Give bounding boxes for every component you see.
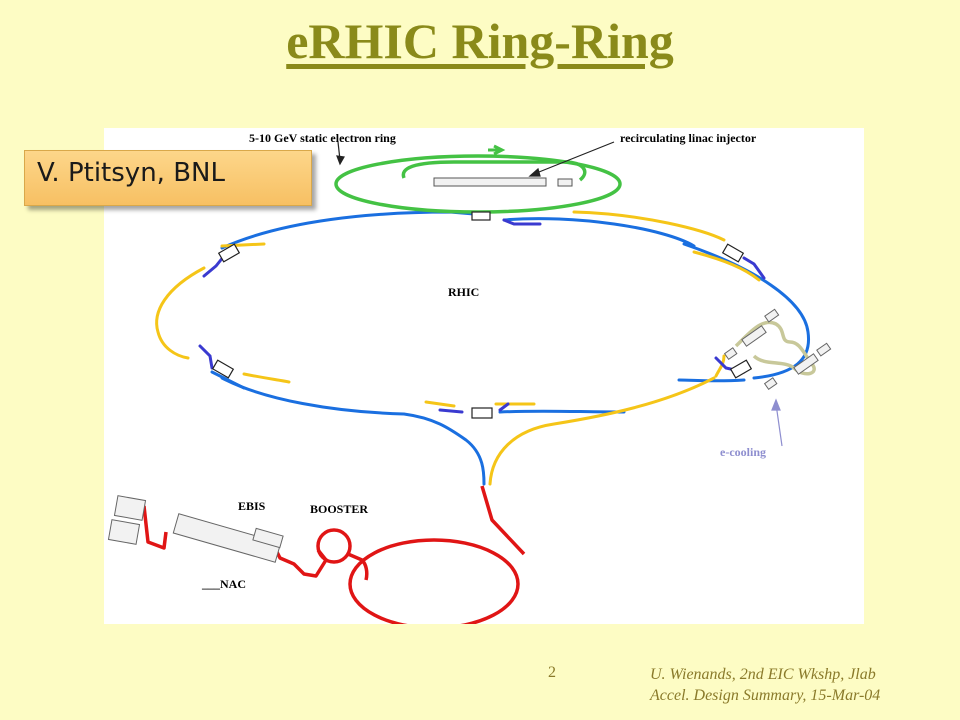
injector-components xyxy=(107,495,284,563)
label-linac: ___NAC xyxy=(201,577,246,591)
transfer-line-to-rhic xyxy=(480,485,526,556)
electron-ring-arrow xyxy=(488,144,506,156)
stub-bottom-center-right xyxy=(498,402,510,412)
e-cooling-loop xyxy=(734,320,816,376)
label-rhic: RHIC xyxy=(448,285,479,299)
rhic-yellow-ring xyxy=(155,210,761,486)
interaction-boxes xyxy=(211,211,753,419)
yellow-top-right-arc xyxy=(572,210,726,242)
label-electron-ring: 5-10 GeV static electron ring xyxy=(249,131,396,145)
yellow-left-arc xyxy=(155,266,206,360)
ip-box-bottom-right xyxy=(729,359,753,379)
arrow-e-cooling xyxy=(775,403,783,447)
yellow-top-left-seg xyxy=(220,242,266,248)
stub-top-right xyxy=(742,256,766,280)
ip-box-top xyxy=(471,211,491,221)
linac-tank xyxy=(172,513,282,563)
stub-bottom-center-left xyxy=(438,408,464,414)
ip-box-bottom-left xyxy=(211,359,235,379)
booster-to-ags xyxy=(347,552,369,581)
blue-top-left-arc xyxy=(220,210,476,250)
injector-line xyxy=(142,485,526,624)
ip-box-top-left xyxy=(217,243,241,263)
footer-line-1: U. Wienands, 2nd EIC Wkshp, Jlab xyxy=(650,666,876,683)
diagram-canvas: 5-10 GeV static electron ring recirculat… xyxy=(107,131,832,624)
ebis-line-left xyxy=(142,505,168,550)
yellow-bottom-left-seg xyxy=(242,372,291,384)
insertion-stubs xyxy=(198,218,766,414)
yellow-bottom-arc xyxy=(488,376,716,486)
slide-number: 2 xyxy=(548,664,556,681)
ebis-box-2 xyxy=(107,519,141,545)
label-booster: BOOSTER xyxy=(310,502,368,516)
footer: U. Wienands, 2nd EIC Wkshp, Jlab Accel. … xyxy=(650,664,880,706)
ip-box-bottom xyxy=(471,407,493,419)
label-linac-injector: recirculating linac injector xyxy=(620,131,757,145)
ags-ring xyxy=(348,538,520,624)
label-arrows xyxy=(336,141,783,447)
linac-injector xyxy=(433,177,573,187)
label-e-cooling: e-cooling xyxy=(720,445,766,459)
stub-top-center xyxy=(502,218,542,226)
ebis-box-1 xyxy=(113,495,147,521)
electron-ring-inner-loop xyxy=(401,160,587,182)
booster-ring xyxy=(316,528,352,564)
slide-title: eRHIC Ring-Ring xyxy=(286,13,674,69)
label-ebis: EBIS xyxy=(238,499,266,513)
linac-end-box xyxy=(557,178,573,187)
booster-box xyxy=(252,527,284,549)
blue-right-arc xyxy=(682,242,811,380)
stub-bottom-left xyxy=(198,344,214,370)
stub-top-left xyxy=(202,254,226,278)
e-cooling-system xyxy=(723,308,832,391)
blue-top-right-arc xyxy=(502,217,696,248)
yellow-right-inner xyxy=(692,250,761,282)
footer-line-2: Accel. Design Summary, 15-Mar-04 xyxy=(650,687,881,704)
blue-left-cross xyxy=(210,370,246,390)
author-callout: V. Ptitsyn, BNL xyxy=(24,150,312,206)
linac-tube xyxy=(433,177,547,187)
blue-bottom-right-seg xyxy=(498,409,626,414)
yellow-right-low xyxy=(714,354,726,378)
yellow-bottom-center xyxy=(424,400,456,408)
accelerator-diagram: 5-10 GeV static electron ring recirculat… xyxy=(104,128,864,624)
arrow-linac-injector xyxy=(533,141,615,175)
linac-to-booster xyxy=(272,545,328,578)
blue-bottom-left-arc xyxy=(220,376,486,486)
ip-box-top-right xyxy=(721,243,745,263)
